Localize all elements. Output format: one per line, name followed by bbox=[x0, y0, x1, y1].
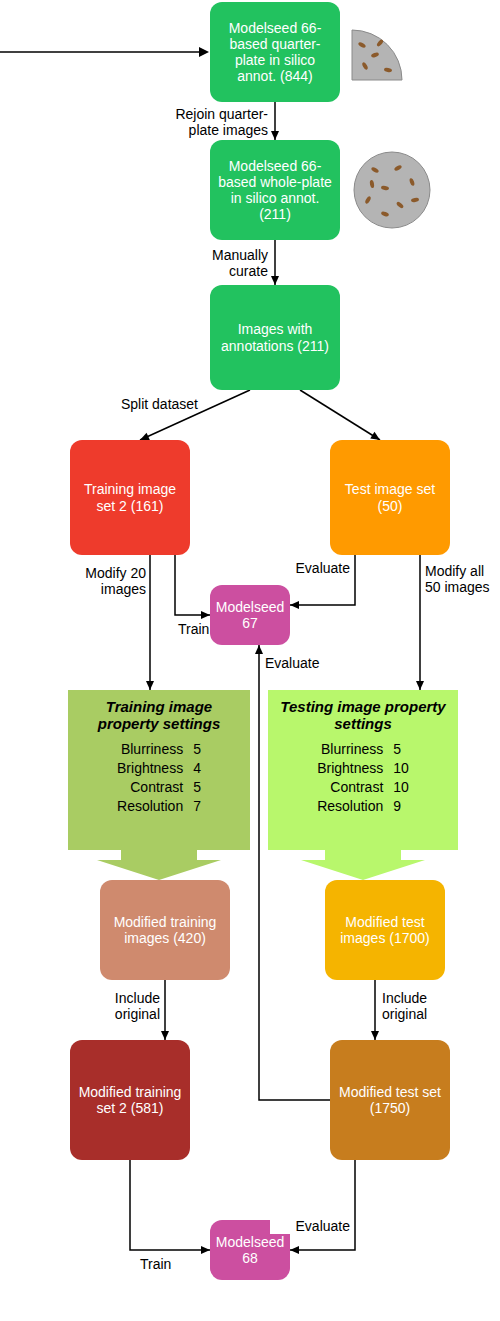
box-text: Modified training images (420) bbox=[105, 914, 225, 946]
arrowhead bbox=[416, 681, 424, 690]
dataset-box: Modified training images (420) bbox=[100, 880, 230, 980]
panel-heading: Testing image property settings bbox=[276, 698, 450, 733]
setting-name: Contrast bbox=[117, 779, 183, 795]
box-text: Modified training set 2 (581) bbox=[75, 1084, 185, 1116]
dataset-box: Training image set 2 (161) bbox=[70, 440, 190, 555]
edge-label: Manually curate bbox=[170, 247, 268, 279]
setting-name: Contrast bbox=[317, 779, 383, 795]
box-text: Modelseed 67 bbox=[215, 599, 285, 631]
setting-value: 10 bbox=[393, 760, 409, 776]
setting-name: Brightness bbox=[317, 760, 383, 776]
connector bbox=[146, 555, 154, 690]
box-text: Modified test images (1700) bbox=[330, 914, 440, 946]
dataset-box: Modified training set 2 (581) bbox=[70, 1040, 190, 1160]
model-box: Modelseed 67 bbox=[210, 585, 290, 645]
edge-label: Evaluate bbox=[270, 1218, 350, 1234]
connector-line bbox=[300, 390, 380, 440]
connector-line bbox=[130, 1160, 210, 1250]
edge-label: Modify 20 images bbox=[70, 565, 146, 597]
connector-line bbox=[175, 555, 210, 615]
setting-name: Blurriness bbox=[317, 741, 383, 757]
setting-name: Resolution bbox=[117, 798, 183, 814]
setting-value: 9 bbox=[393, 798, 409, 814]
arrowhead bbox=[290, 601, 299, 609]
box-text: Images with annotations (211) bbox=[215, 321, 335, 353]
edge-label: Modify all 50 images bbox=[425, 563, 497, 595]
setting-value: 5 bbox=[393, 741, 409, 757]
setting-value: 4 bbox=[193, 760, 201, 776]
setting-name: Brightness bbox=[117, 760, 183, 776]
arrowhead bbox=[255, 645, 263, 654]
edge-label: Split dataset bbox=[108, 396, 198, 412]
whole-plate-icon bbox=[354, 152, 430, 228]
setting-value: 5 bbox=[193, 779, 201, 795]
connector bbox=[271, 240, 279, 285]
arrowhead bbox=[290, 1246, 299, 1254]
arrowhead bbox=[146, 681, 154, 690]
edge-label: Train bbox=[140, 1256, 200, 1272]
edge-label: Include original bbox=[72, 990, 160, 1022]
connector bbox=[97, 850, 221, 880]
quarter-plate-icon bbox=[352, 30, 402, 80]
connector bbox=[130, 1160, 210, 1254]
setting-name: Blurriness bbox=[117, 741, 183, 757]
settings-grid: Blurriness5Brightness4Contrast5Resolutio… bbox=[117, 741, 201, 814]
connector bbox=[301, 850, 425, 880]
box-text: Test image set (50) bbox=[335, 481, 445, 513]
box-text: Modelseed 66-based whole-plate in silico… bbox=[215, 158, 335, 222]
arrowhead bbox=[140, 433, 150, 440]
arrowhead bbox=[271, 276, 279, 285]
dataset-box: Test image set (50) bbox=[330, 440, 450, 555]
box-text: Modelseed 68 bbox=[215, 1234, 285, 1266]
process-box: Modelseed 66-based quarter-plate in sili… bbox=[210, 2, 340, 102]
edge-label: Include original bbox=[382, 990, 462, 1022]
input-arrow bbox=[0, 47, 209, 57]
block-arrow bbox=[301, 850, 425, 880]
box-text: Training image set 2 (161) bbox=[75, 481, 185, 513]
arrowhead bbox=[201, 611, 210, 619]
connector bbox=[290, 1160, 355, 1254]
block-arrow bbox=[97, 850, 221, 880]
setting-value: 10 bbox=[393, 779, 409, 795]
connector bbox=[416, 555, 424, 690]
edge-label: Evaluate bbox=[265, 655, 335, 671]
edge-label: Train bbox=[178, 621, 210, 637]
dataset-box: Modified test images (1700) bbox=[325, 880, 445, 980]
settings-panel: Testing image property settingsBlurrines… bbox=[268, 690, 458, 850]
arrowhead bbox=[161, 1031, 169, 1040]
connector-line bbox=[290, 1160, 355, 1250]
connector bbox=[161, 980, 169, 1040]
connector-line bbox=[149, 555, 151, 690]
process-box: Modelseed 66-based whole-plate in silico… bbox=[210, 140, 340, 240]
process-box: Images with annotations (211) bbox=[210, 285, 340, 390]
arrowhead bbox=[201, 1246, 210, 1254]
connector-line bbox=[419, 555, 421, 690]
connector bbox=[371, 980, 379, 1040]
arrowhead bbox=[271, 131, 279, 140]
setting-value: 5 bbox=[193, 741, 201, 757]
setting-value: 7 bbox=[193, 798, 201, 814]
dataset-box: Modified test set (1750) bbox=[330, 1040, 450, 1160]
arrowhead bbox=[370, 432, 380, 440]
panel-heading: Training image property settings bbox=[76, 698, 242, 733]
settings-grid: Blurriness5Brightness10Contrast10Resolut… bbox=[317, 741, 409, 814]
edge-label: Rejoin quarter-plate images bbox=[150, 106, 268, 138]
settings-panel: Training image property settingsBlurrine… bbox=[68, 690, 250, 850]
connector bbox=[271, 102, 279, 140]
connector bbox=[300, 390, 380, 440]
box-text: Modified test set (1750) bbox=[335, 1084, 445, 1116]
arrowhead bbox=[371, 1031, 379, 1040]
connector bbox=[175, 555, 210, 619]
edge-label: Evaluate bbox=[282, 560, 350, 576]
box-text: Modelseed 66-based quarter-plate in sili… bbox=[215, 20, 335, 84]
setting-name: Resolution bbox=[317, 798, 383, 814]
